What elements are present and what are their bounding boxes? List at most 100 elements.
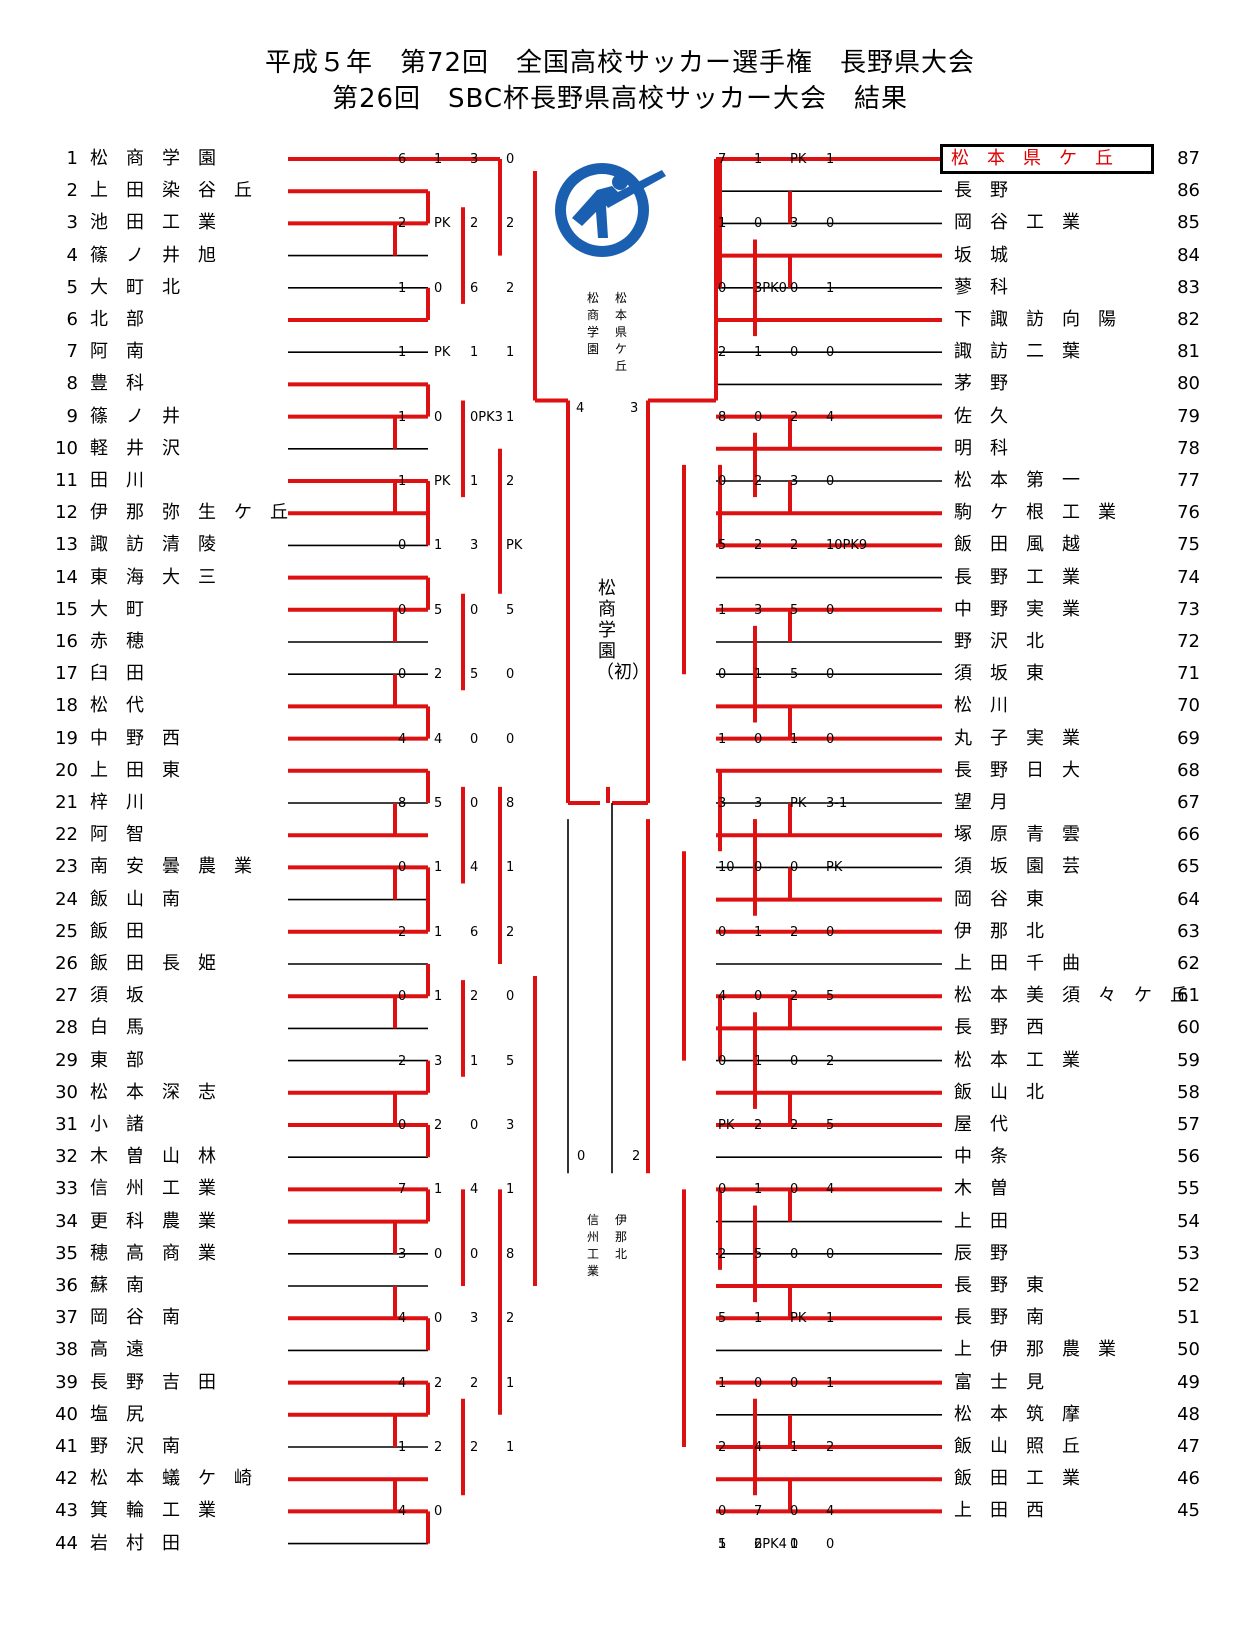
score-label: 0 — [826, 1246, 835, 1262]
seed-number: 11 — [55, 470, 78, 491]
team-name: 駒 ケ 根 工 業 — [954, 502, 1116, 524]
score-label: 1 — [434, 1182, 443, 1198]
team-name: 大 町 — [90, 598, 144, 620]
score-label: 0 — [754, 409, 763, 425]
score-label: 5 — [718, 538, 727, 554]
score-label: 2 — [506, 280, 515, 296]
semi-score-left-bottom: 0 — [577, 1149, 586, 1164]
seed-number: 4 — [66, 244, 78, 266]
score-label: 0 — [790, 1246, 799, 1262]
team-name: 飯 田 風 越 — [954, 534, 1080, 556]
team-name: 高 遠 — [90, 1339, 144, 1361]
score-label: 3 — [790, 216, 799, 232]
semi-score-right-top: 3 — [630, 401, 639, 416]
score-label: 2 — [470, 1440, 479, 1455]
score-label: 7 — [398, 1182, 407, 1198]
score-label: 0 — [790, 1504, 799, 1520]
left-team-row: 35 穂 高 商 業 — [48, 1242, 288, 1266]
seed-number: 55 — [1177, 1178, 1200, 1200]
score-label: 0 — [754, 216, 763, 232]
score-label: 0 — [754, 1375, 763, 1391]
score-label: 5 — [506, 1053, 515, 1069]
score-label: 2 — [434, 1118, 443, 1133]
team-name: 長 野 吉 田 — [90, 1371, 216, 1393]
team-name: 飯 田 — [90, 920, 144, 942]
seed-number: 32 — [55, 1146, 78, 1168]
score-label: 5 — [790, 667, 799, 683]
score-label: 1 — [754, 1182, 763, 1198]
score-label: 1 — [398, 474, 407, 489]
team-name: 穂 高 商 業 — [90, 1242, 216, 1264]
team-name: 長 野 南 — [954, 1307, 1044, 1329]
score-label: 2 — [398, 924, 407, 940]
seed-number: 22 — [55, 824, 78, 846]
score-label: 1 — [434, 538, 443, 554]
seed-number: 73 — [1177, 598, 1200, 620]
score-label: 2 — [754, 474, 763, 489]
score-label: 0 — [470, 796, 479, 811]
score-label: 5 — [790, 602, 799, 618]
score-label: 5 — [434, 602, 443, 618]
team-name: 茅 野 — [954, 373, 1008, 395]
seed-number: 8 — [66, 373, 78, 395]
team-name: 赤 穂 — [90, 631, 144, 652]
seed-number: 59 — [1177, 1049, 1200, 1071]
team-name: 小 諸 — [90, 1114, 144, 1135]
seed-number: 35 — [55, 1242, 78, 1264]
score-label: 0 — [506, 152, 515, 167]
score-label: 0 — [470, 731, 479, 747]
score-label: 3PK0 — [754, 280, 787, 296]
score-label: 0 — [398, 860, 407, 876]
seed-number: 47 — [1177, 1436, 1200, 1457]
score-label: 2 — [434, 1375, 443, 1391]
score-label: 3 — [754, 602, 763, 618]
score-label: 3 — [470, 538, 479, 554]
semi-label-right-bottom: 伊那北 — [614, 1213, 627, 1261]
seed-number: 5 — [66, 276, 78, 298]
score-label: 0 — [790, 860, 799, 876]
score-label: 2 — [790, 1118, 799, 1133]
seed-number: 62 — [1177, 953, 1200, 974]
score-label: 2 — [790, 409, 799, 425]
score-label: 1 — [470, 1053, 479, 1069]
semi-score-left-top: 4 — [576, 401, 585, 416]
seed-number: 81 — [1177, 341, 1200, 363]
score-label: 3 — [470, 152, 479, 167]
score-label: 2 — [470, 1375, 479, 1391]
team-name: 東 海 大 三 — [90, 566, 216, 588]
right-team-row: 駒 ケ 根 工 業 76 — [954, 501, 1204, 525]
team-name: 塚 原 青 雲 — [954, 824, 1080, 846]
score-label: 0 — [826, 345, 835, 361]
score-label: 6 — [754, 1536, 763, 1552]
score-label: 4 — [470, 860, 479, 876]
seed-number: 76 — [1177, 502, 1200, 524]
score-label: 1 — [754, 1311, 763, 1327]
score-label: 1 — [754, 1053, 763, 1069]
team-name: 長 野 — [954, 180, 1008, 202]
seed-number: 3 — [66, 212, 78, 234]
team-name: 松 本 蟻 ケ 崎 — [90, 1468, 252, 1490]
score-label: 0 — [434, 280, 443, 296]
